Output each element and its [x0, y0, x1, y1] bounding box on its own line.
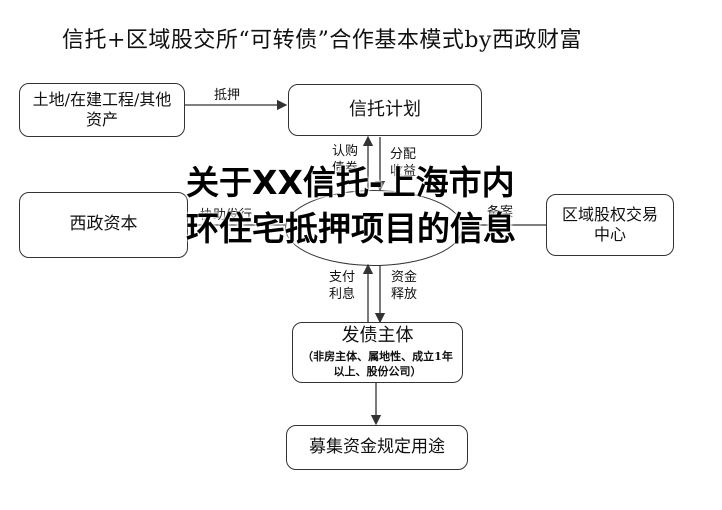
edge-label-pay-interest: 支付利息: [329, 270, 356, 302]
edge-label-release-funds: 资金释放: [391, 270, 418, 302]
edge-label-subscribe: 认购债券: [332, 144, 359, 176]
diagram-title: 信托+区域股交所“可转债”合作基本模式by西政财富: [62, 28, 582, 53]
node-use-label: 募集资金规定用途: [309, 436, 445, 457]
node-issuer-label: 发债主体: [341, 325, 414, 347]
edge-label-distribute: 分配收益: [390, 147, 417, 179]
edge-label-mortgage: 抵押: [214, 88, 241, 103]
node-exchange: 区域股权交易中心: [546, 194, 674, 256]
edge-label-right: 备案: [487, 205, 514, 220]
node-issuer-note: （非房主体、属地性、成立1年以上、股份公司）: [302, 349, 453, 378]
edge-label-left: 协助发行: [200, 208, 253, 223]
node-land: 土地/在建工程/其他资产: [19, 83, 185, 137]
node-xizheng: 西政资本: [19, 192, 188, 258]
node-center-ellipse: [285, 190, 463, 266]
node-use: 募集资金规定用途: [286, 425, 468, 470]
node-xizheng-label: 西政资本: [69, 214, 138, 235]
node-trust: 信托计划: [288, 84, 482, 136]
node-land-label: 土地/在建工程/其他资产: [32, 90, 172, 129]
node-exchange-label: 区域股权交易中心: [561, 205, 658, 244]
overlay-headline: 关于XX信托-上海市内环住宅抵押项目的信息: [186, 163, 516, 248]
node-trust-label: 信托计划: [349, 98, 421, 120]
node-issuer: 发债主体 （非房主体、属地性、成立1年以上、股份公司）: [292, 322, 463, 383]
